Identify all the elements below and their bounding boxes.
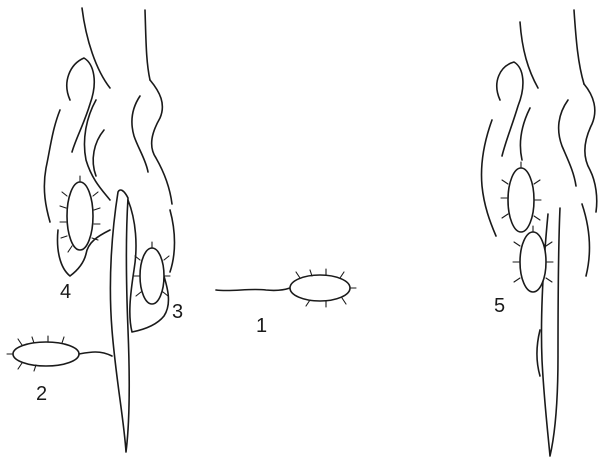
cell-5-lower-body — [520, 232, 546, 292]
cell-2-tail — [79, 352, 112, 356]
right-fold-side-l — [481, 120, 496, 236]
label-3: 3 — [172, 301, 183, 323]
cell-5-upper — [501, 162, 541, 232]
left-lobe-edge — [170, 210, 175, 272]
right-fold-upper-c — [559, 100, 576, 186]
cell-5-lower — [513, 226, 553, 292]
left-fold-upper-d — [132, 96, 148, 172]
cell-1-body — [290, 275, 350, 301]
cell-3 — [134, 242, 170, 304]
cell-1-tail — [216, 288, 290, 291]
right-lower-fringe — [537, 330, 540, 376]
left-trunk-outline — [82, 8, 150, 88]
right-lobe-edge — [582, 204, 589, 276]
left-fold-side-l — [44, 110, 60, 222]
left-epithelium — [44, 8, 174, 452]
label-2: 2 — [36, 383, 47, 405]
right-epithelium — [481, 10, 596, 456]
label-1: 1 — [256, 315, 267, 337]
right-fold-upper-b — [584, 84, 597, 212]
right-fold-inner — [520, 108, 530, 160]
cell-1 — [216, 269, 356, 307]
label-4: 4 — [60, 281, 71, 303]
label-5: 5 — [494, 295, 505, 317]
cell-2-body — [13, 342, 79, 366]
cell-3-body — [140, 248, 164, 304]
right-trunk-outline — [520, 10, 584, 88]
left-fold-inner-l — [93, 130, 104, 176]
right-fold-upper-a — [497, 62, 523, 156]
left-long-strand — [110, 190, 129, 452]
cell-2 — [7, 336, 112, 371]
left-fold-upper-a — [67, 58, 94, 152]
left-fold-upper-b — [84, 100, 110, 200]
cell-5-upper-body — [508, 168, 534, 232]
cell-4-body — [67, 182, 93, 250]
left-fold-upper-c — [150, 80, 172, 204]
